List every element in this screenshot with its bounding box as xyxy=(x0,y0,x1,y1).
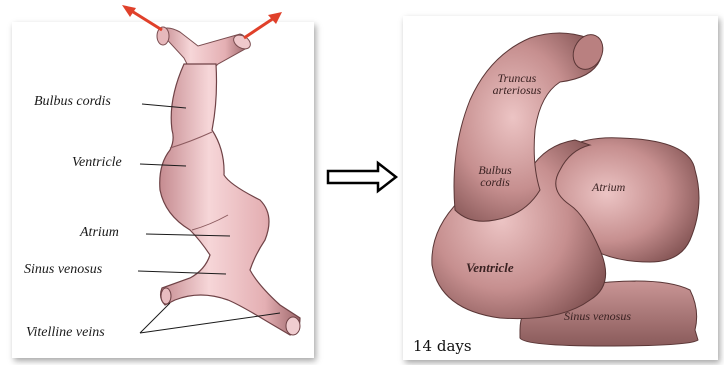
label-truncus-arteriosus: Truncus arteriosus xyxy=(482,72,552,96)
label-atrium: Atrium xyxy=(80,225,119,241)
label-bulbus-line2: cordis xyxy=(480,175,510,189)
label-ventricle: Ventricle xyxy=(72,155,122,171)
label-truncus-line2: arteriosus xyxy=(493,83,542,97)
label-bulbus-cordis: Bulbus cordis xyxy=(34,94,111,110)
caption-days: 14 days xyxy=(413,337,472,355)
label-ventricle-right: Ventricle xyxy=(466,262,514,274)
label-vitelline-veins: Vitelline veins xyxy=(26,325,105,341)
label-sinus-venosus-right: Sinus venosus xyxy=(564,310,631,322)
label-sinus-venosus: Sinus venosus xyxy=(24,262,102,278)
label-bulbus-cordis-right: Bulbus cordis xyxy=(470,164,520,188)
label-atrium-right: Atrium xyxy=(592,181,625,193)
